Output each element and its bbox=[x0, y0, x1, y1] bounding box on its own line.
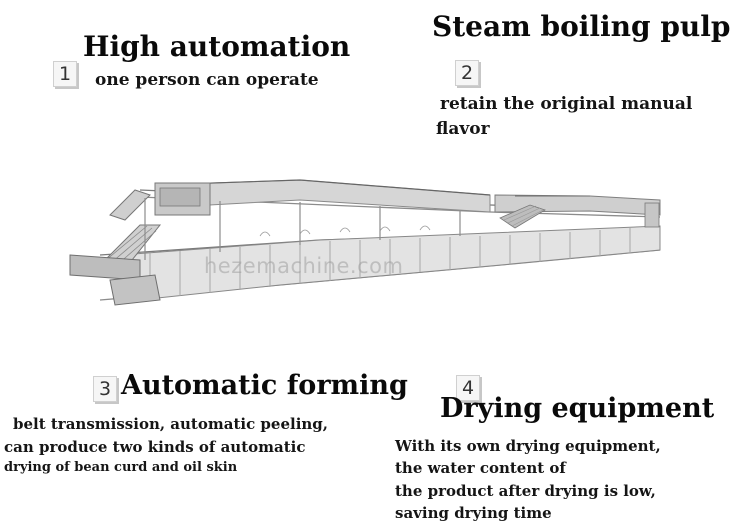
feature-2-title: Steam boiling pulp bbox=[432, 10, 731, 43]
feature-2-number-badge: 2 bbox=[455, 60, 479, 86]
feature-1-number-badge: 1 bbox=[53, 61, 77, 87]
feature-4-title: Drying equipment bbox=[440, 393, 715, 424]
feature-4-line-1: With its own drying equipment, bbox=[395, 437, 661, 455]
feature-4-number-badge: 4 bbox=[456, 375, 480, 401]
feature-3-line-3: drying of bean curd and oil skin bbox=[4, 460, 238, 475]
watermark-text: hezemachine.com bbox=[204, 254, 404, 278]
feature-2-line-1: retain the original manual bbox=[440, 94, 693, 114]
feature-1-title: High automation bbox=[83, 30, 351, 63]
feature-4-line-3: the product after drying is low, bbox=[395, 482, 656, 500]
feature-4-line-2: the water content of bbox=[395, 459, 566, 477]
feature-3-number-badge: 3 bbox=[93, 376, 117, 402]
feature-3-line-2: can produce two kinds of automatic bbox=[4, 438, 306, 456]
feature-1-line-1: one person can operate bbox=[95, 70, 319, 90]
feature-4-line-4: saving drying time bbox=[395, 504, 552, 522]
feature-2-line-2: flavor bbox=[436, 119, 490, 139]
feature-3-title: Automatic forming bbox=[121, 370, 408, 401]
feature-3-line-1: belt transmission, automatic peeling, bbox=[13, 415, 329, 433]
